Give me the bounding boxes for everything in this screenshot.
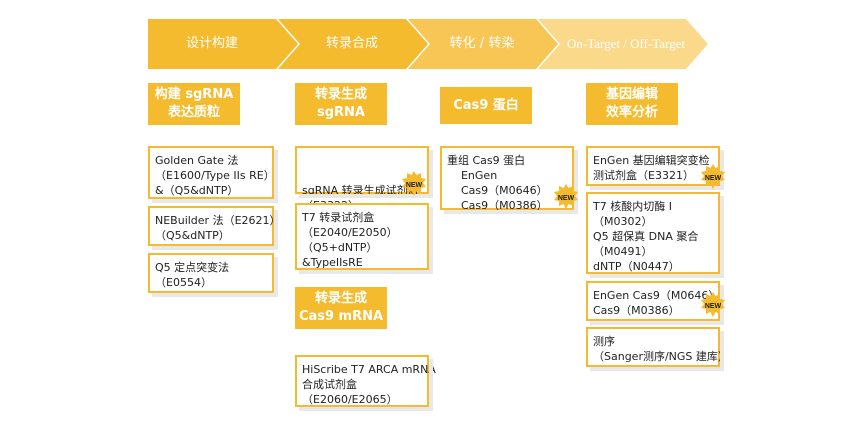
new-badge-text: NEW xyxy=(406,182,423,189)
engen-cas9-box: EnGen Cas9（M0646） Cas9（M0386） xyxy=(586,281,724,325)
transcription-header-line1: 转录生成 xyxy=(314,87,367,102)
design-header-line1: 构建 sgRNA xyxy=(154,87,234,102)
t7-endonuclease-box: T7 核酸内切酶 I （M0302） Q5 超保真 DNA 聚合 （M0491）… xyxy=(586,192,724,278)
nebuilder-box: NEBuilder 法（E2621） （Q5&dNTP） xyxy=(148,206,281,250)
stage-analysis-chevron: On-Target / Off-Target xyxy=(538,19,708,69)
new-badge-icon: NEW xyxy=(701,292,725,317)
golden-gate-box: Golden Gate 法 （E1600/Type IIs RE） &（Q5&d… xyxy=(148,146,278,203)
stage-transcription-label: 转录合成 xyxy=(325,36,378,51)
new-badge-text: NEW xyxy=(705,303,722,310)
cas9-protein-header-line1: Cas9 蛋白 xyxy=(453,97,519,113)
transcription-header: 转录生成 sgRNA xyxy=(295,83,387,125)
cas9-protein-header: Cas9 蛋白 xyxy=(440,87,532,124)
new-badge-icon: NEW xyxy=(701,164,725,189)
stage-transcription-chevron: 转录合成 xyxy=(278,19,428,69)
transcription-header-line2: sgRNA xyxy=(317,105,365,120)
stage-analysis-label: On-Target / Off-Target xyxy=(566,36,686,51)
stage-transfection-label: 转化 / 转染 xyxy=(449,36,515,51)
analysis-header: 基因编辑 效率分析 xyxy=(586,83,678,125)
design-header-line2: 表达质粒 xyxy=(167,105,220,120)
t7-kit-box: T7 转录试剂盒 （E2040/E2050） （Q5+dNTP） &TypeII… xyxy=(295,203,433,274)
chevron-shape xyxy=(278,19,428,69)
hiscribe-kit-box: HiScribe T7 ARCA mRNA 合成试剂盒 （E2060/E2065… xyxy=(295,355,436,411)
q5-mutagenesis-box: Q5 定点突变法 （E0554） xyxy=(148,253,278,297)
engen-detection-kit-box: EnGen 基因编辑突变检 测试剂盒（E3321） xyxy=(586,146,724,190)
new-badge-icon: NEW xyxy=(554,184,578,209)
sequencing-box: 测序 （Sanger测序/NGS 建库） xyxy=(586,327,729,371)
new-badge-icon: NEW xyxy=(402,171,426,196)
stage-design-label: 设计构建 xyxy=(185,36,238,51)
workflow-banner: 设计构建 转录合成 转化 / 转染 On-Target / Off-Target xyxy=(148,19,708,69)
mrna-header: 转录生成 Cas9 mRNA xyxy=(295,287,387,329)
recombinant-cas9-box: 重组 Cas9 蛋白 EnGen Cas9（M0646） Cas9（M0386） xyxy=(440,146,578,214)
new-badge-text: NEW xyxy=(705,175,722,182)
mrna-header-line2: Cas9 mRNA xyxy=(298,309,384,324)
mrna-header-line1: 转录生成 xyxy=(314,291,367,306)
chevron-shape xyxy=(408,19,558,69)
design-header: 构建 sgRNA 表达质粒 xyxy=(148,83,240,125)
new-badge-text: NEW xyxy=(558,195,575,202)
chevron-shape xyxy=(148,19,298,69)
stage-design-chevron: 设计构建 xyxy=(148,19,298,69)
chevron-shape xyxy=(538,19,708,69)
analysis-header-line2: 效率分析 xyxy=(605,105,658,120)
stage-transfection-chevron: 转化 / 转染 xyxy=(408,19,558,69)
analysis-header-line1: 基因编辑 xyxy=(605,87,658,102)
